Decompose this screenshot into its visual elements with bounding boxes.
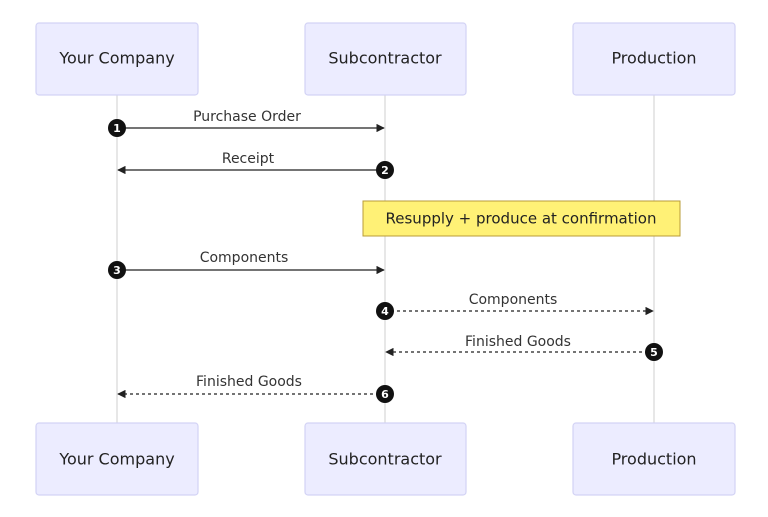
message-finished-goods-to-company: Finished Goods 6 [117,374,394,403]
svg-text:3: 3 [113,264,121,277]
actor-label: Production [611,49,696,68]
svg-text:5: 5 [650,346,658,359]
svg-text:2: 2 [381,164,389,177]
message-receipt: Receipt 2 [117,151,394,179]
message-label: Purchase Order [193,109,301,125]
actor-bottom-subcontractor: Subcontractor [304,422,467,496]
actor-label: Subcontractor [328,450,442,469]
step-badge-6: 6 [376,385,394,403]
step-badge-1: 1 [108,119,126,137]
actor-label: Subcontractor [328,49,442,68]
message-label: Finished Goods [465,334,571,350]
message-label: Components [200,250,289,266]
message-components-to-production: Components 4 [376,292,654,320]
actor-label: Your Company [58,49,174,68]
actor-label: Production [611,450,696,469]
message-label: Components [469,292,558,308]
actor-top-your-company: Your Company [35,22,199,96]
step-badge-3: 3 [108,261,126,279]
message-label: Receipt [222,151,275,167]
actor-top-subcontractor: Subcontractor [304,22,467,96]
message-components-to-subcontractor: Components 3 [108,250,385,279]
svg-text:4: 4 [381,305,389,318]
step-badge-5: 5 [645,343,663,361]
actor-label: Your Company [58,450,174,469]
actor-bottom-your-company: Your Company [35,422,199,496]
svg-text:6: 6 [381,388,389,401]
message-purchase-order: Purchase Order 1 [108,109,385,137]
step-badge-2: 2 [376,161,394,179]
svg-text:1: 1 [113,122,121,135]
message-label: Finished Goods [196,374,302,390]
note-text: Resupply + produce at confirmation [386,210,657,228]
note-resupply: Resupply + produce at confirmation [362,200,681,237]
message-finished-goods-to-subcontractor: Finished Goods 5 [385,334,663,361]
step-badge-4: 4 [376,302,394,320]
actor-top-production: Production [572,22,736,96]
actor-bottom-production: Production [572,422,736,496]
